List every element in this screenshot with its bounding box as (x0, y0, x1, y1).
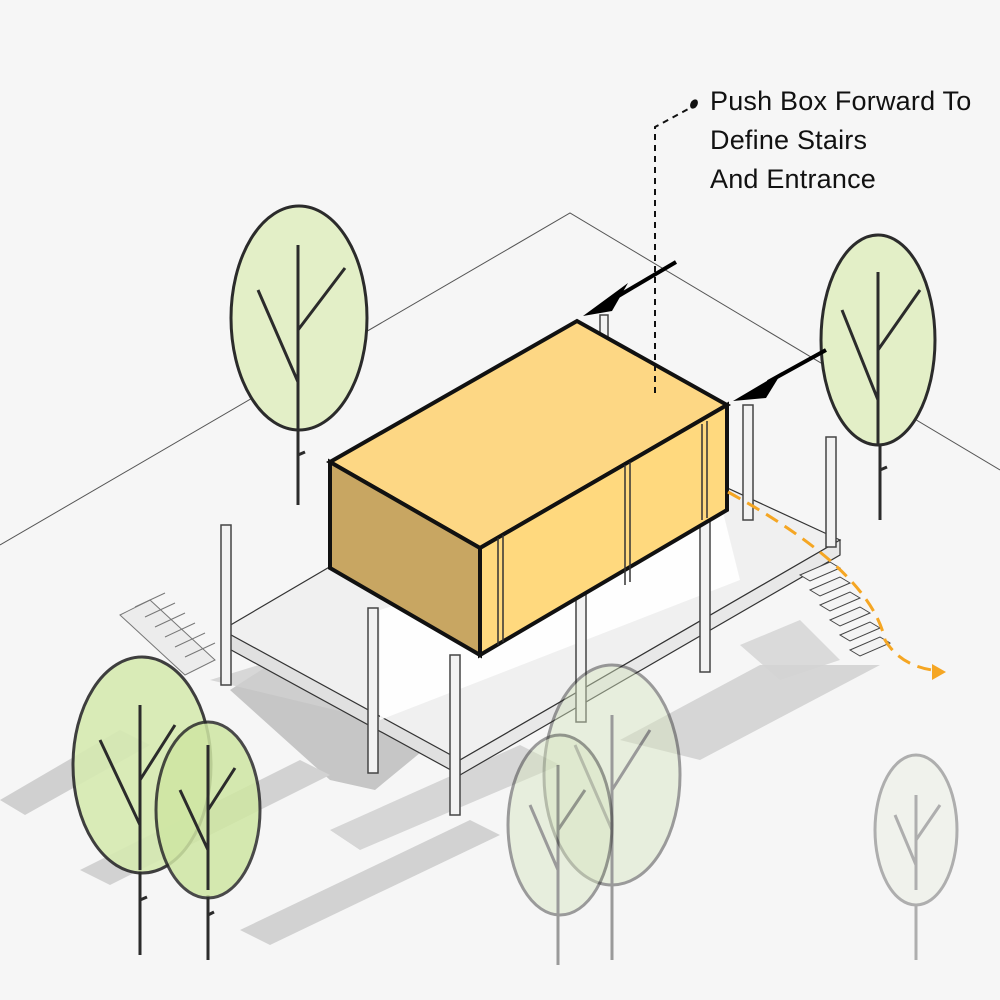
box-side-face (328, 458, 482, 659)
tree-icon (506, 733, 614, 917)
tree-back-right (819, 233, 937, 520)
tree-front-center-large (542, 663, 682, 960)
tree-front-left-small (154, 720, 262, 960)
arrow-left-icon (613, 260, 678, 300)
tree-icon (542, 663, 682, 887)
columns (220, 314, 837, 816)
annotation-line-1: Push Box Forward To (710, 86, 971, 116)
dashed-curve-arrow-icon (727, 490, 933, 672)
entrance-path (727, 490, 946, 680)
push-arrow-top (583, 260, 678, 316)
annotation-label: Push Box Forward To Define Stairs And En… (710, 86, 971, 194)
annotation-line-3: And Entrance (710, 164, 876, 194)
tree-front-right (873, 753, 959, 960)
annotation-line-2: Define Stairs (710, 125, 867, 155)
tree-icon (873, 753, 959, 907)
push-arrow-right (733, 348, 827, 401)
tree-back-left (229, 204, 369, 505)
tree-front-center-small (506, 733, 614, 965)
push-box (325, 318, 732, 659)
back-stairs (119, 592, 216, 676)
entrance-stairs (740, 561, 892, 680)
annotation-leader (654, 99, 698, 393)
